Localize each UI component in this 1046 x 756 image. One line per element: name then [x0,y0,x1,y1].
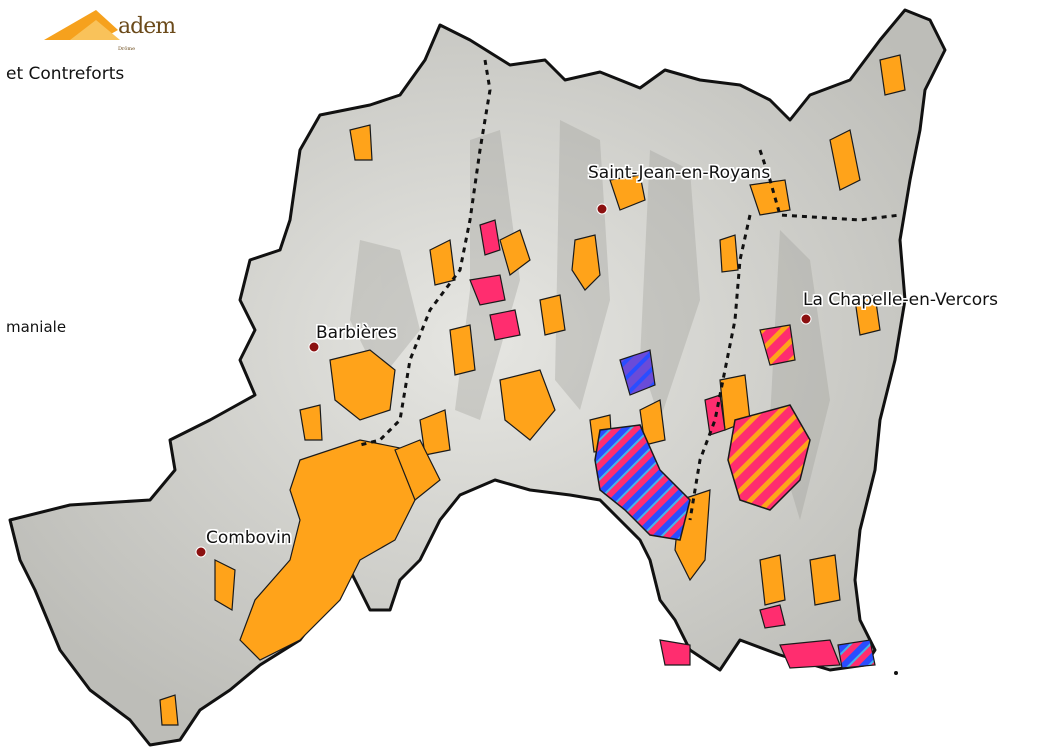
town-label-combovin: Combovin [206,528,292,548]
town-dot-saint-jean [596,203,608,215]
logo-icon [44,10,120,40]
town-dot-combovin [195,546,207,558]
habitat-orange-patches [159,54,906,726]
dashed-boundaries [359,59,901,521]
hatched-area-orange-2 [759,324,796,366]
hatched-area-orange [727,404,811,511]
map-dot [894,671,898,675]
hatched-area-blue [594,424,691,541]
town-label-barbieres: Barbières [316,323,397,343]
relief-shading [350,120,830,520]
hatched-area-purple [619,349,656,396]
logo-text: adem [118,14,176,39]
logo-subtext: Drôme [118,46,136,52]
town-markers [195,203,812,558]
town-dot-barbieres [308,341,320,353]
legend-fragment: maniale [6,318,67,336]
habitat-pink-patches [469,219,841,669]
town-dot-la-chapelle [800,313,812,325]
territory-boundary [8,8,947,747]
town-label-saint-jean: Saint-Jean-en-Royans [588,163,771,183]
title-fragment: et Contreforts [6,64,125,84]
town-label-la-chapelle: La Chapelle-en-Vercors [803,290,998,310]
hatched-area-corner [837,639,876,669]
